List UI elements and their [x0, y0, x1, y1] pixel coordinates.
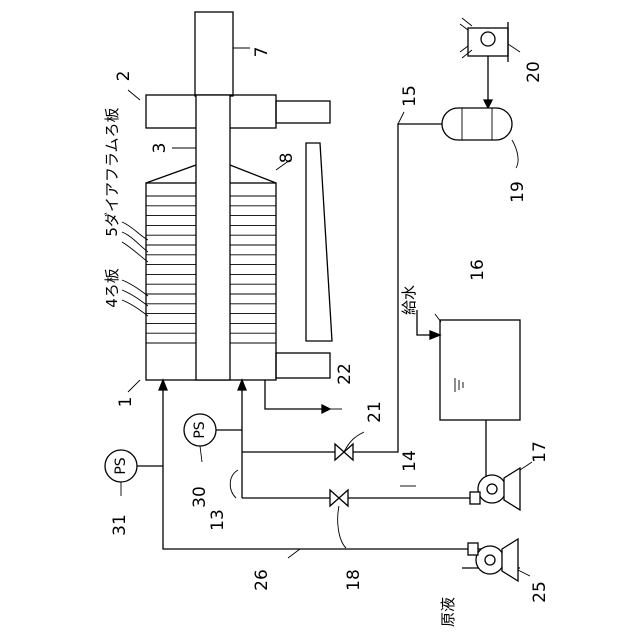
- label-3: 3: [150, 143, 170, 154]
- label-15: 15: [400, 85, 420, 107]
- ps30-label: PS: [192, 421, 208, 438]
- base-bracket-bottom: [276, 353, 330, 378]
- label-water-supply: 給水: [400, 285, 418, 315]
- label-raw-liquid: 原液: [439, 597, 457, 627]
- label-31: 31: [110, 514, 130, 536]
- outlet-arrow: [322, 405, 330, 413]
- label-17: 17: [530, 441, 550, 463]
- end-head-7: [195, 12, 233, 96]
- label-1: 1: [116, 397, 136, 408]
- filtrate-outlet-22: [265, 380, 322, 409]
- label-2: 2: [114, 71, 134, 82]
- pressure-tank-19: [442, 108, 512, 140]
- ps31-label: PS: [113, 457, 129, 474]
- press-inlet-arrow: [238, 380, 246, 390]
- pressure-switch-30: PS: [184, 414, 216, 446]
- valve-18: [330, 490, 348, 506]
- filter-press: [146, 12, 332, 413]
- compression-slope-right: [230, 165, 276, 183]
- label-20: 20: [524, 61, 544, 83]
- head-bracket-top: [276, 101, 330, 123]
- label-25: 25: [530, 581, 550, 603]
- label-diaphragm-plate: 5ダイアフラムろ板: [103, 107, 121, 236]
- center-shaft-3: [196, 95, 230, 380]
- label-13: 13: [208, 509, 228, 531]
- air-arrow: [484, 100, 492, 108]
- compression-slope-left: [146, 165, 196, 183]
- label-7: 7: [252, 47, 272, 58]
- label-filter-plate: 4ろ板: [103, 268, 121, 308]
- compressor-20: [460, 18, 508, 62]
- water-supply-arrow: [430, 331, 440, 339]
- label-14: 14: [400, 450, 420, 472]
- label-30: 30: [190, 486, 210, 508]
- label-21: 21: [365, 401, 385, 423]
- pressure-switch-31: PS: [105, 450, 137, 482]
- label-22: 22: [335, 363, 355, 385]
- pump-17: [470, 468, 520, 510]
- side-rail: [306, 143, 332, 341]
- label-18: 18: [344, 569, 364, 591]
- label-8: 8: [277, 153, 297, 164]
- raw-liquid-inlet-arrow: [159, 380, 167, 390]
- label-26: 26: [252, 569, 272, 591]
- water-tank-16: [440, 320, 520, 420]
- label-19: 19: [508, 181, 528, 203]
- pump-25: [468, 539, 518, 581]
- label-16: 16: [468, 259, 488, 281]
